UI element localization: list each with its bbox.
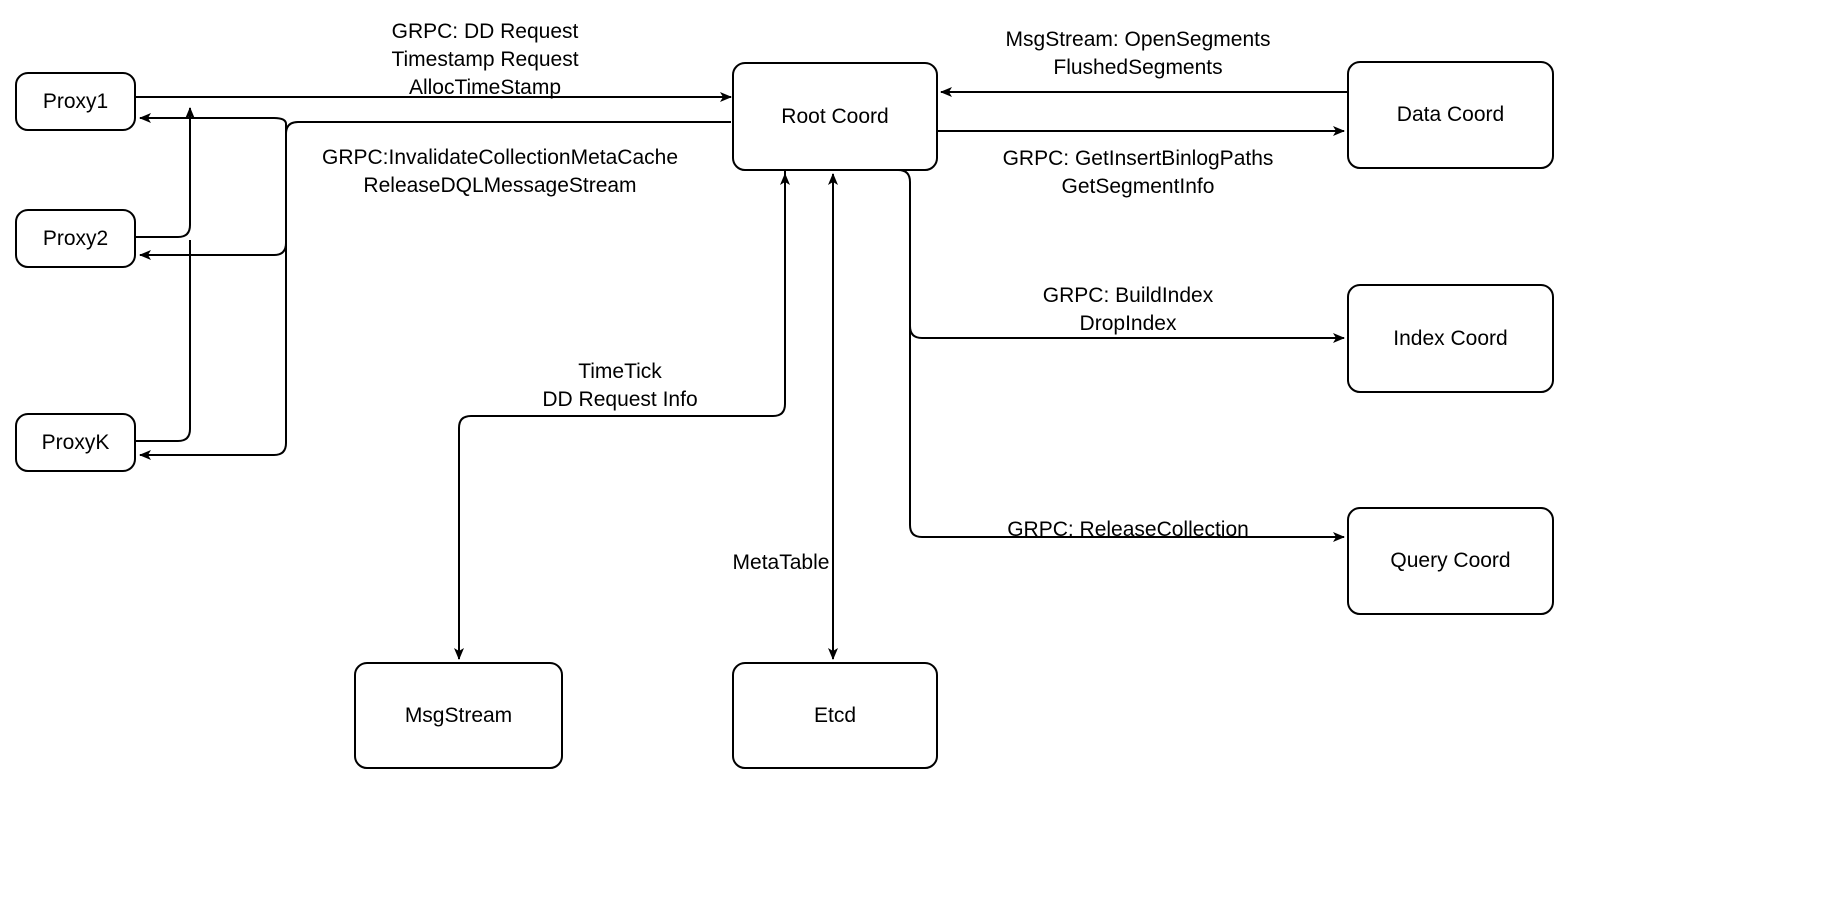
node-box-proxyk: [15, 413, 136, 472]
edge-root-to-msgstream: [454, 170, 786, 660]
node-shapes: [15, 61, 1554, 769]
edge-proxyk-riser: [135, 240, 191, 442]
node-box-data-coord: [1347, 61, 1554, 169]
node-box-root-coord: [732, 62, 938, 171]
node-box-msgstream: [354, 662, 563, 769]
edge-root-right-bus: [897, 169, 1345, 542]
edge-paths: [135, 87, 1348, 660]
node-box-proxy1: [15, 72, 136, 131]
edge-root-to-indexcoord: [909, 325, 1345, 343]
node-box-etcd: [732, 662, 938, 769]
edge-proxy2-riser: [135, 107, 195, 238]
node-box-index-coord: [1347, 284, 1554, 393]
edge-root-fanout-bus: [139, 121, 731, 460]
edge-fanout-to-proxy1: [139, 113, 287, 134]
edge-fanout-to-proxy2: [139, 242, 287, 260]
node-box-query-coord: [1347, 507, 1554, 615]
node-box-proxy2: [15, 209, 136, 268]
